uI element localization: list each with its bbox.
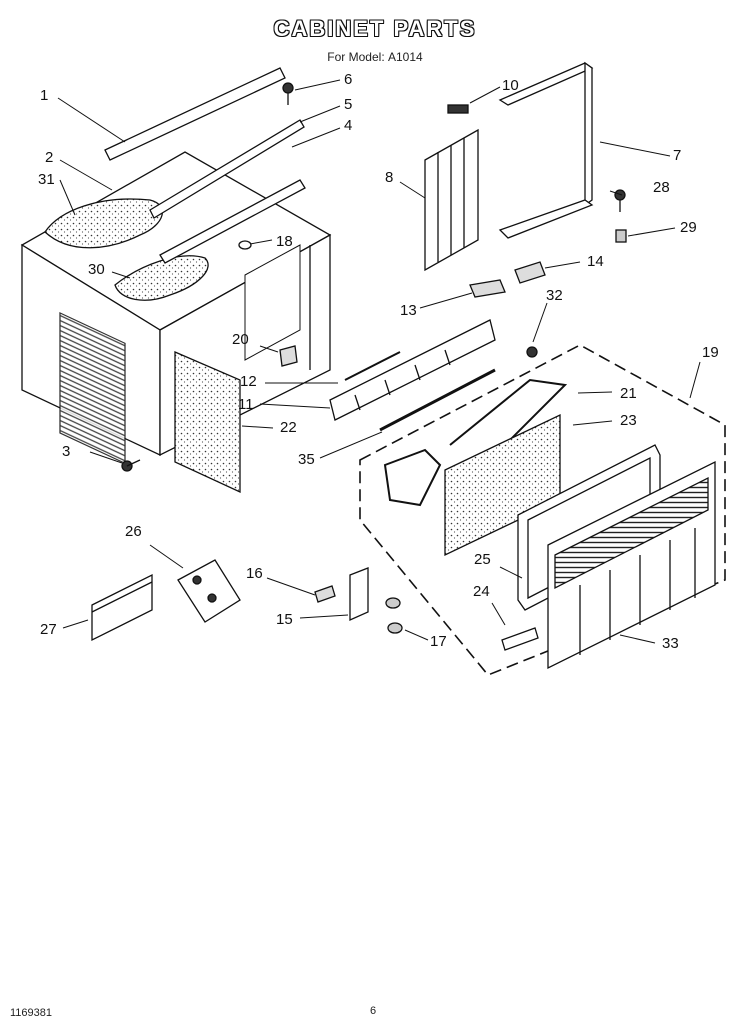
- callout-5: 5: [344, 96, 353, 113]
- callout-17: 17: [430, 633, 447, 650]
- callout-30: 30: [88, 261, 105, 278]
- callout-13: 13: [400, 302, 417, 319]
- gasket-frame-7: [498, 61, 594, 239]
- rod-12: [344, 351, 401, 381]
- callout-24: 24: [473, 583, 490, 600]
- callout-26: 26: [125, 523, 142, 540]
- clip-20: [279, 345, 298, 367]
- page-number: 6: [370, 1005, 377, 1017]
- callout-12: 12: [240, 373, 257, 390]
- callout-8: 8: [385, 169, 394, 186]
- callout-33: 33: [662, 635, 679, 652]
- front-panel-kit-19: [359, 344, 726, 676]
- strip-35: [379, 368, 496, 432]
- side-insulation-22: [174, 351, 241, 494]
- callout-35: 35: [298, 451, 315, 468]
- callout-20: 20: [232, 331, 249, 348]
- rail-4: [159, 179, 306, 264]
- filter-frame-21: [383, 378, 568, 507]
- callout-16: 16: [246, 565, 263, 582]
- clip-29: [615, 229, 627, 243]
- spring-10: [447, 104, 469, 114]
- callout-22: 22: [280, 419, 297, 436]
- page-title: CABINET PARTS: [273, 16, 477, 41]
- callout-3: 3: [62, 443, 71, 460]
- callout-18: 18: [276, 233, 293, 250]
- callout-10: 10: [502, 77, 519, 94]
- callout-4: 4: [344, 117, 353, 134]
- callout-14: 14: [587, 253, 604, 270]
- model-line: For Model: A1014: [0, 50, 750, 64]
- callout-32: 32: [546, 287, 563, 304]
- callout-15: 15: [276, 611, 293, 628]
- plug-18: [238, 240, 252, 250]
- knob-17: [385, 597, 403, 634]
- front-grille-33: [547, 460, 716, 670]
- louver-assembly-11: [329, 319, 496, 421]
- screw-3: [121, 459, 141, 472]
- model-number: A1014: [388, 50, 423, 64]
- callout-7: 7: [673, 147, 682, 164]
- document-number: 1169381: [10, 1007, 53, 1019]
- callout-25: 25: [474, 551, 491, 568]
- insulation-pad-30: [114, 255, 209, 301]
- bracket-26: [177, 559, 241, 623]
- model-prefix: For Model:: [327, 50, 385, 64]
- callout-27: 27: [40, 621, 57, 638]
- panel-27: [91, 573, 153, 642]
- top-rail-1: [104, 67, 286, 161]
- mount-plate-15: [349, 567, 369, 622]
- latch-14: [514, 261, 546, 284]
- callout-2: 2: [45, 149, 54, 166]
- block-16: [314, 585, 336, 603]
- callout-19: 19: [702, 344, 719, 361]
- callout-21: 21: [620, 385, 637, 402]
- rail-5: [149, 119, 305, 219]
- side-curtain-8: [424, 128, 479, 272]
- callout-6: 6: [344, 71, 353, 88]
- insulation-pad-31: [44, 198, 163, 249]
- strip-24: [501, 627, 539, 651]
- callout-31: 31: [38, 171, 55, 188]
- leader-lines: [57, 79, 701, 644]
- bracket-13: [469, 279, 506, 298]
- screw-28: [614, 189, 626, 212]
- callout-1: 1: [40, 87, 49, 104]
- screw-6: [282, 82, 294, 105]
- callout-11: 11: [238, 396, 254, 413]
- screw-32: [526, 346, 538, 358]
- callout-23: 23: [620, 412, 637, 429]
- callout-28: 28: [653, 179, 670, 196]
- callout-29: 29: [680, 219, 697, 236]
